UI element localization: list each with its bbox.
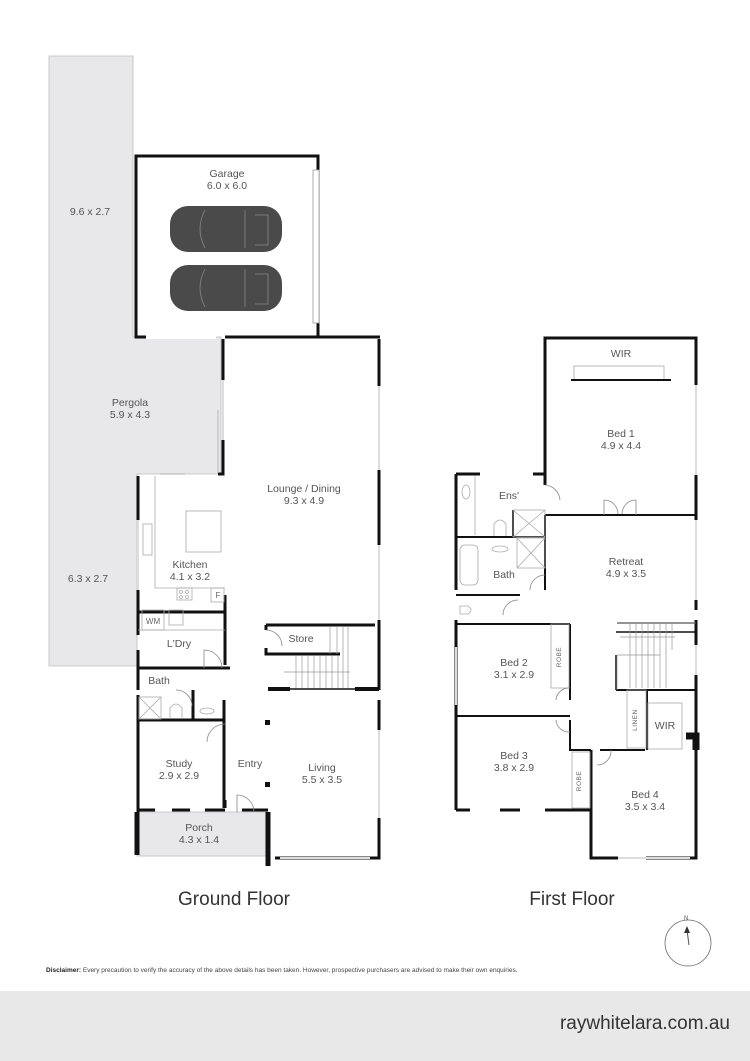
robe-bed3 bbox=[571, 751, 591, 809]
column bbox=[265, 782, 270, 787]
car-icon bbox=[170, 206, 282, 252]
room-label-ensuite: Ens' bbox=[498, 490, 520, 502]
room-label-wir-main: WIR bbox=[610, 348, 632, 360]
room-label-driveway: 9.6 x 2.7 bbox=[69, 206, 111, 218]
kitchen-fixtures bbox=[138, 476, 225, 720]
first-floor-fixtures bbox=[459, 365, 683, 809]
house-walls bbox=[134, 339, 381, 866]
room-label-store: Store bbox=[288, 633, 314, 645]
garage-opening bbox=[146, 335, 216, 339]
disclaimer-text: Every precaution to verify the accuracy … bbox=[82, 967, 518, 974]
first-floor-doors bbox=[502, 484, 637, 766]
ground-floor-plan bbox=[48, 55, 381, 866]
room-label-bath-first: Bath bbox=[493, 569, 515, 581]
footer-bar: raywhitelara.com.au bbox=[0, 991, 750, 1061]
kitchen-island bbox=[185, 510, 222, 553]
wir-bed4 bbox=[647, 702, 683, 750]
toilet-icon bbox=[459, 605, 472, 615]
disclaimer-label: Disclaimer: bbox=[46, 967, 82, 974]
bathtub-icon bbox=[459, 544, 479, 586]
shower-icon bbox=[516, 537, 546, 569]
compass-north-label: N bbox=[684, 916, 689, 922]
wardrobe-rail bbox=[573, 365, 665, 381]
door-swings bbox=[160, 410, 283, 813]
first-floor-staircase bbox=[616, 622, 696, 690]
toilet-icon bbox=[169, 703, 183, 719]
north-arrow-icon bbox=[684, 926, 690, 933]
room-label-entry: Entry bbox=[237, 758, 263, 770]
first-floor-windows bbox=[455, 385, 697, 859]
windows bbox=[137, 380, 380, 859]
basin-icon bbox=[461, 484, 471, 500]
tub-icon bbox=[168, 609, 184, 626]
label-washing-machine: WM bbox=[145, 617, 161, 626]
room-label-wir-bed4: WIR bbox=[654, 720, 676, 732]
basin-icon bbox=[199, 707, 215, 715]
ground-floor-title: Ground Floor bbox=[178, 889, 290, 910]
car-icon bbox=[170, 265, 282, 311]
compass bbox=[664, 919, 712, 967]
floor-plan-drawing bbox=[48, 55, 712, 967]
room-label-laundry: L'Dry bbox=[166, 638, 192, 650]
label-linen: LINEN bbox=[632, 709, 639, 731]
label-fridge: F bbox=[215, 591, 221, 600]
disclaimer: Disclaimer: Every precaution to verify t… bbox=[46, 967, 518, 974]
room-label-side-yard: 6.3 x 2.7 bbox=[67, 573, 109, 585]
toilet-icon bbox=[493, 519, 507, 536]
first-floor-title: First Floor bbox=[529, 889, 615, 910]
footer-website-link[interactable]: raywhitelara.com.au bbox=[559, 1013, 730, 1034]
label-robe-bed3: ROBE bbox=[576, 770, 583, 792]
fridge-box bbox=[210, 587, 225, 603]
cooktop-icon bbox=[176, 587, 193, 601]
sink-icon bbox=[142, 523, 153, 556]
linen-cupboard bbox=[626, 689, 647, 749]
shower-icon bbox=[512, 509, 546, 538]
shower-icon bbox=[138, 696, 162, 720]
garage-walls bbox=[134, 154, 380, 339]
room-label-bath-ground: Bath bbox=[148, 675, 170, 687]
basin-icon bbox=[491, 545, 509, 553]
column bbox=[265, 720, 270, 725]
garage-door bbox=[312, 169, 320, 324]
robe-bed2 bbox=[550, 623, 570, 689]
staircase bbox=[284, 627, 350, 688]
label-robe-bed2: ROBE bbox=[556, 646, 563, 668]
first-floor-plan bbox=[454, 336, 700, 860]
